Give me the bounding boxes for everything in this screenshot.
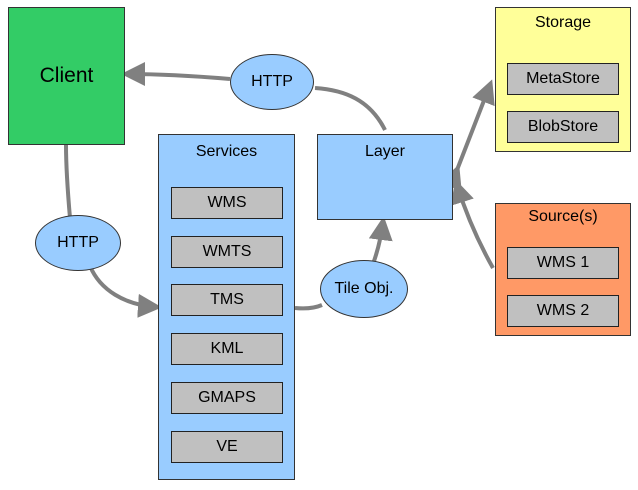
sources-node: Source(s) WMS 1 WMS 2: [495, 203, 631, 336]
storage-title: Storage: [534, 14, 592, 31]
edge-client-to-http-left: [64, 144, 72, 219]
http-connector-left-label: HTTP: [57, 234, 99, 251]
service-item-gmaps: GMAPS: [171, 382, 283, 414]
storage-item-metastore: MetaStore: [507, 63, 619, 95]
services-title: Services: [195, 143, 258, 160]
http-connector-left: HTTP: [35, 215, 121, 271]
service-item-wms: WMS: [171, 187, 283, 219]
service-item-ve: VE: [171, 431, 283, 463]
tile-obj-connector: Tile Obj.: [320, 260, 408, 318]
service-item-kml: KML: [171, 333, 283, 365]
http-connector-top: HTTP: [230, 54, 314, 110]
storage-node: Storage MetaStore BlobStore: [495, 7, 631, 152]
client-label: Client: [39, 64, 94, 87]
edge-layer-to-http-top: [314, 86, 387, 131]
source-item-wms-1: WMS 1: [507, 247, 619, 279]
source-item-wms-2: WMS 2: [507, 295, 619, 327]
layer-title: Layer: [364, 143, 406, 160]
edge-http-top-to-client: [121, 62, 231, 87]
edge-layer-storage: [439, 79, 495, 192]
tile-obj-connector-label: Tile Obj.: [334, 280, 394, 297]
http-connector-top-label: HTTP: [251, 73, 293, 90]
service-item-tms: TMS: [171, 284, 283, 316]
storage-item-blobstore: BlobStore: [507, 111, 619, 143]
service-item-wmts: WMTS: [171, 236, 283, 268]
edge-sources-to-layer: [450, 179, 495, 269]
layer-node: Layer: [317, 134, 453, 220]
services-node: Services WMS WMTS TMS KML GMAPS VE: [158, 134, 295, 480]
client-node: Client: [8, 7, 125, 145]
edge-http-left-to-services: [88, 265, 162, 318]
edge-tile-obj-to-layer: [368, 216, 393, 265]
edge-services-to-tile-obj: [294, 303, 323, 311]
sources-title: Source(s): [528, 208, 598, 225]
